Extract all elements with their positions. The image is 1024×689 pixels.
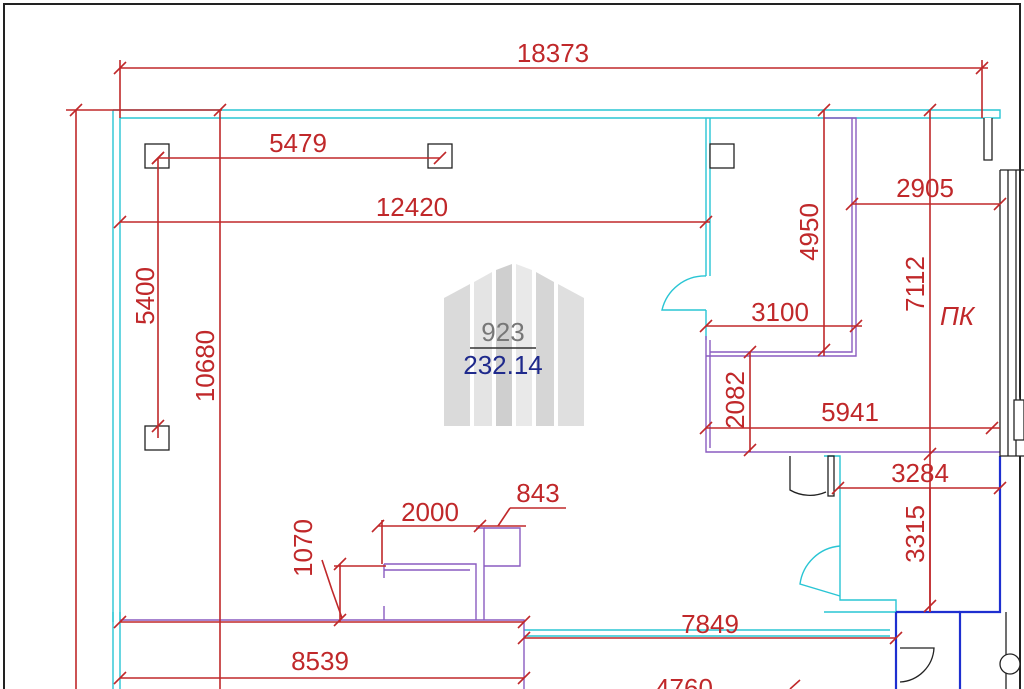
room-area: 232.14 [463, 350, 543, 380]
column [709, 143, 735, 169]
dim-label: 3100 [751, 297, 809, 327]
dimension-labels: 18373 5479 12420 2905 4950 7112 5400 106… [130, 38, 954, 689]
watermark-logo-icon [444, 264, 584, 426]
dim-label: 2000 [401, 497, 459, 527]
dim-label: 8539 [291, 646, 349, 676]
drawing-frame [3, 3, 1021, 689]
dim-label: 2082 [720, 371, 750, 429]
dim-label: 10680 [190, 330, 220, 402]
column [144, 425, 170, 451]
columns [144, 143, 735, 451]
dim-label: 4760 [655, 673, 713, 689]
stair-note: ПК [940, 301, 976, 331]
room-number: 923 [481, 317, 524, 347]
dim-label: 2905 [896, 173, 954, 203]
dimension-lines [66, 60, 1007, 689]
stair-walls [894, 456, 1002, 689]
dim-label: 4950 [794, 203, 824, 261]
dim-label: 1070 [288, 519, 318, 577]
dim-label: 5479 [269, 128, 327, 158]
dim-label: 18373 [517, 38, 589, 68]
stair-outline [983, 118, 1024, 689]
room-label: 923 232.14 [463, 317, 543, 380]
dim-label: 7112 [900, 256, 930, 312]
dim-label: 3315 [900, 505, 930, 563]
dim-label: 5941 [821, 397, 879, 427]
dim-label: 7849 [681, 609, 739, 639]
dim-label: 5400 [130, 267, 160, 325]
dim-label: 12420 [376, 192, 448, 222]
dim-label: 3284 [891, 458, 949, 488]
dim-label: 843 [516, 478, 559, 508]
column [427, 143, 453, 169]
column [144, 143, 170, 169]
walls-outer [112, 109, 1001, 689]
partitions [120, 117, 1000, 689]
